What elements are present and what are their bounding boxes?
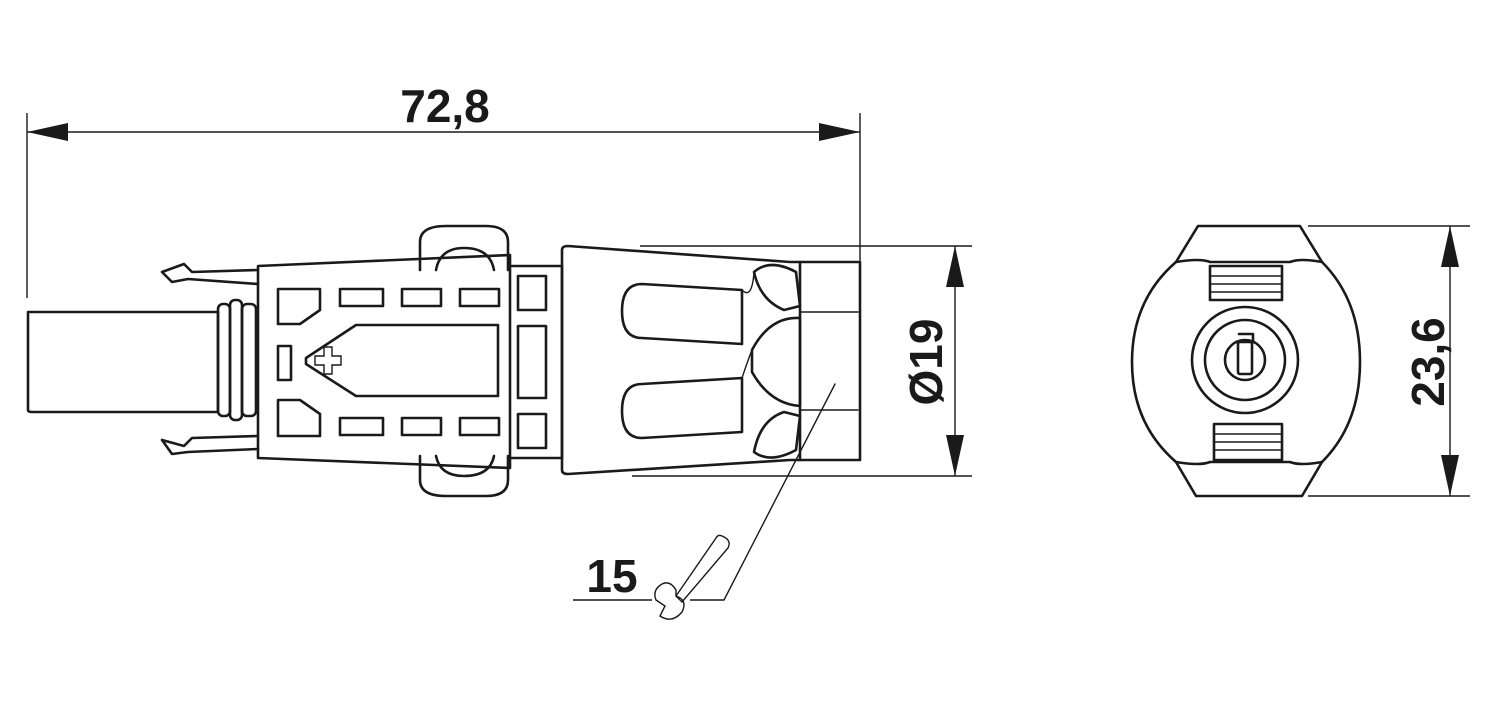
contact-socket — [1223, 338, 1267, 382]
contact-pin — [1236, 340, 1254, 376]
connector-front-view — [1130, 224, 1362, 498]
front-face-inner-ring — [1203, 318, 1287, 402]
grip-slot-lower — [620, 376, 744, 440]
union-nut — [560, 244, 862, 476]
main-housing — [256, 253, 512, 470]
latch-hooks — [160, 262, 260, 456]
diameter-arrow-bottom — [946, 435, 964, 476]
grip-slot-upper — [620, 282, 744, 346]
sealing-rings — [216, 298, 258, 422]
nut-facets — [741, 263, 802, 459]
wrench-leader-line — [723, 383, 836, 601]
bottom-handle — [418, 454, 510, 498]
cable-stub — [26, 310, 220, 414]
wrench-size-label: 15 — [586, 550, 637, 602]
label-plate — [304, 323, 500, 398]
length-arrow-left — [27, 123, 68, 141]
height-label: 23,6 — [1402, 317, 1454, 407]
plus-sign-icon — [314, 346, 342, 375]
top-latch-grip — [1208, 264, 1284, 302]
length-label: 72,8 — [400, 80, 490, 132]
diameter-label: Ø19 — [900, 319, 952, 406]
length-dimension: 72,8 — [26, 80, 861, 298]
open-end-wrench-icon — [654, 534, 730, 620]
front-outline — [1130, 224, 1362, 498]
height-arrow-bottom — [1441, 455, 1459, 496]
wrench-callout: 15 — [573, 534, 730, 620]
housing-windows — [276, 287, 501, 438]
length-arrow-right — [819, 123, 860, 141]
bottom-latch-grip — [1212, 422, 1284, 462]
height-arrow-top — [1441, 226, 1459, 267]
connector-side-view — [26, 224, 862, 601]
diameter-dimension: Ø19 — [632, 245, 972, 477]
front-face-outer-ring — [1190, 305, 1300, 415]
height-dimension: 23,6 — [1308, 225, 1470, 497]
top-handle — [418, 224, 510, 272]
diameter-arrow-top — [946, 246, 964, 287]
